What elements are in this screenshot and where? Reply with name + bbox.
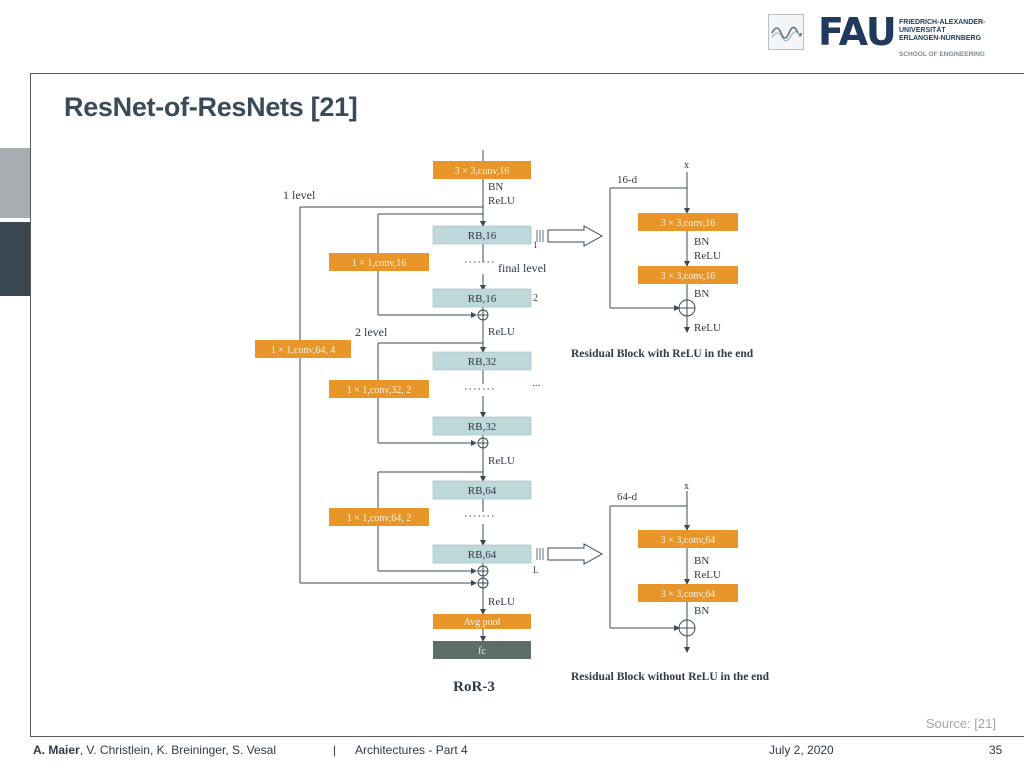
level2-label: 2 level	[355, 325, 388, 339]
conv1x1-16-box	[329, 253, 429, 271]
block1-caption: Residual Block with ReLU in the end	[571, 348, 754, 360]
relu-b-label: ReLU	[488, 455, 515, 467]
rb16-b-label: RB,16	[468, 293, 497, 305]
footer-date: July 2, 2020	[769, 743, 834, 757]
block1-conv-b-box	[638, 266, 738, 284]
conv1x1-64-2-label: 1 × 1,conv,64, 2	[347, 513, 411, 524]
block1-relu-a-label: ReLU	[694, 250, 721, 262]
relu-c-label: ReLU	[488, 596, 515, 608]
block1-bn-a-label: BN	[694, 236, 709, 248]
school-name: SCHOOL OF ENGINEERING	[899, 51, 985, 58]
conv1x1-64-2-box	[329, 508, 429, 526]
block2-conv-b-label: 3 × 3,conv,64	[661, 589, 715, 600]
rb32-a-box	[432, 351, 532, 371]
block1-dim-label: 16-d	[617, 174, 638, 186]
block1-conv-b-label: 3 × 3,conv,16	[661, 271, 715, 282]
conv1x1-16-label: 1 × 1,conv,16	[352, 258, 406, 269]
conv1x1-64-4-box	[255, 340, 351, 358]
mark1-label: 1	[533, 240, 538, 250]
footer-separator: |	[333, 743, 337, 757]
avgpool-box	[433, 614, 531, 629]
footer: A. Maier, V. Christlein, K. Breininger, …	[33, 743, 1003, 761]
fc-box	[433, 641, 531, 659]
rb64-a-label: RB,64	[468, 485, 497, 497]
ellipsis-label: ...	[532, 377, 541, 389]
page-number: 35	[989, 743, 1003, 757]
fau-wordmark: FAU	[818, 10, 897, 54]
side-tab-light	[0, 148, 30, 218]
conv-top-label: 3 × 3,conv,16	[455, 166, 509, 177]
block2-conv-a-box	[638, 530, 738, 548]
university-name: FRIEDRICH-ALEXANDER- UNIVERSITÄT ERLANGE…	[899, 19, 986, 42]
rb64-b-box	[432, 544, 532, 564]
rb16-b-box	[432, 288, 532, 308]
block1-conv-a-box	[638, 213, 738, 231]
left-rule	[30, 73, 31, 737]
footer-topic: Architectures - Part 4	[355, 743, 468, 757]
wave-emblem-icon	[768, 14, 804, 50]
block1-bn-b-label: BN	[694, 288, 709, 300]
mark2-label: 2	[533, 293, 538, 304]
bn-label: BN	[488, 181, 503, 193]
footer-authors: A. Maier, V. Christlein, K. Breininger, …	[33, 743, 277, 757]
fc-label: fc	[478, 646, 486, 657]
rb64-b-label: RB,64	[468, 549, 497, 561]
footer-rule	[30, 736, 1024, 737]
final-level-label: final level	[498, 261, 547, 275]
conv-top-box	[433, 161, 531, 179]
block2-bn-b-label: BN	[694, 605, 709, 617]
source-citation: Source: [21]	[925, 716, 996, 731]
side-tab-dark	[0, 222, 30, 296]
conv1x1-64-4-label: 1 × 1,conv,64, 4	[271, 345, 335, 356]
rb16-a-label: RB,16	[468, 230, 497, 242]
rb32-b-label: RB,32	[468, 421, 496, 433]
relu-a-label: ReLU	[488, 326, 515, 338]
block2-conv-a-label: 3 × 3,conv,64	[661, 535, 715, 546]
rb32-b-box	[432, 416, 532, 436]
block2-dim-label: 64-d	[617, 491, 638, 503]
block2-conv-b-box	[638, 584, 738, 602]
block2-relu-a-label: ReLU	[694, 569, 721, 581]
header-rule	[30, 73, 1024, 74]
rb64-a-box	[432, 480, 532, 500]
conv1x1-32-2-box	[329, 380, 429, 398]
block1-relu-out-label: ReLU	[694, 322, 721, 334]
rb16-a-box	[432, 225, 532, 245]
ror-caption: RoR-3	[453, 679, 495, 695]
page-title: ResNet-of-ResNets [21]	[64, 92, 358, 122]
conv1x1-32-2-label: 1 × 1,conv,32, 2	[347, 385, 411, 396]
block2-x-label: x	[684, 481, 689, 492]
relu-label: ReLU	[488, 195, 515, 207]
rb32-a-label: RB,32	[468, 356, 496, 368]
block1-conv-a-label: 3 × 3,conv,16	[661, 218, 715, 229]
block2-caption: Residual Block without ReLU in the end	[571, 671, 770, 683]
level1-label: 1 level	[283, 188, 316, 202]
block2-bn-a-label: BN	[694, 555, 709, 567]
avgpool-label: Avg pool	[464, 617, 501, 628]
markL-label: L	[533, 565, 539, 575]
block1-x-label: x	[684, 160, 689, 171]
